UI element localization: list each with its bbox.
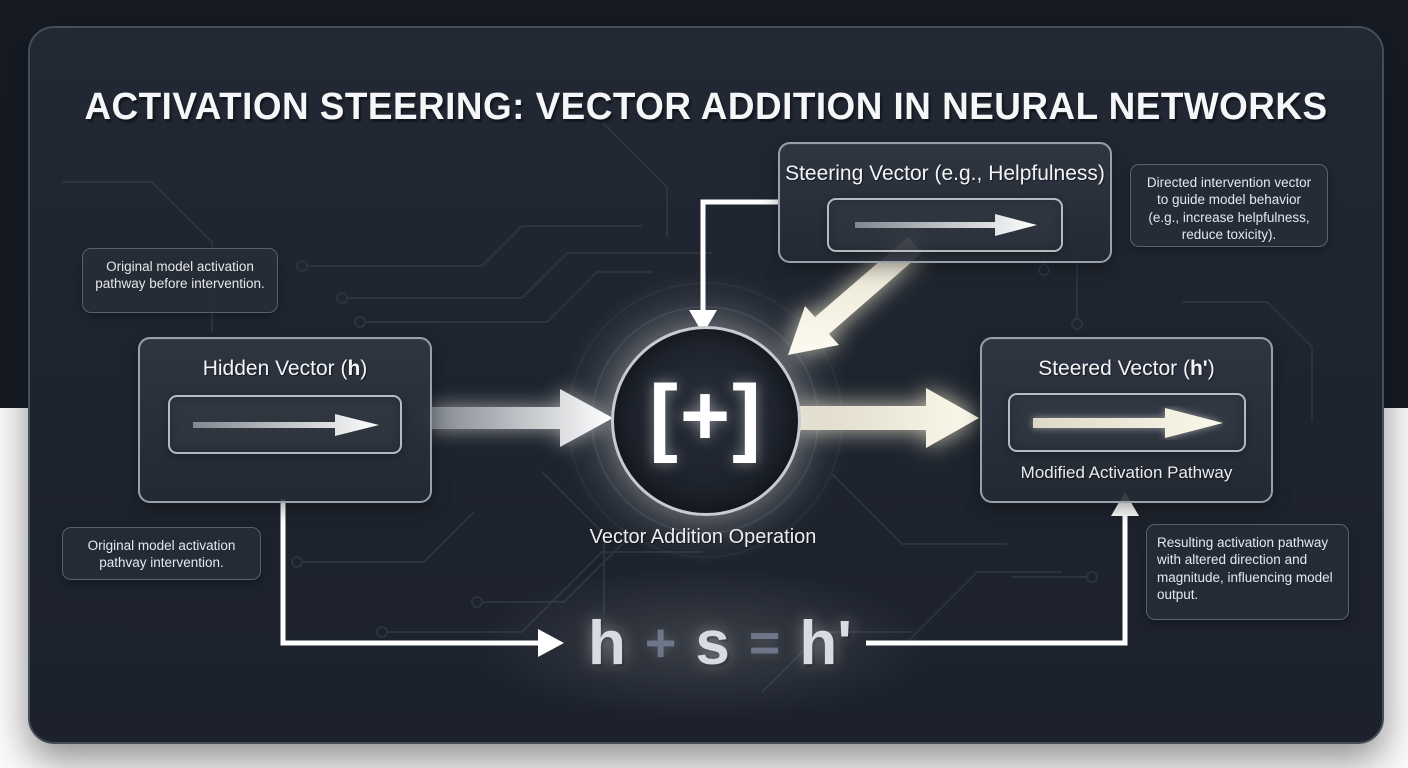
formula-s: s [695, 608, 730, 678]
formula-plus: + [644, 613, 677, 673]
steering-vector-label: Steering Vector (e.g., Helpfulness) [785, 162, 1105, 185]
steered-vector-caption: Modified Activation Pathway [1020, 463, 1233, 482]
node-hidden-vector: Hidden Vector (h) [138, 337, 432, 503]
node-vector-addition: [+] [611, 326, 801, 516]
note-directed-intervention: Directed intervention vector to guide mo… [1130, 164, 1328, 247]
plus-brackets-icon: [+] [649, 367, 763, 464]
hidden-vector-label: Hidden Vector (h) [202, 357, 368, 380]
note-original-pathway: Original model activation pathway before… [82, 248, 278, 313]
formula-glow [463, 563, 943, 723]
note-pathway-intervention: Original model activation pathvay interv… [62, 527, 261, 580]
note-resulting-pathway: Resulting activation pathway with altere… [1146, 524, 1349, 620]
vector-arrow-icon [855, 214, 1037, 236]
node-steering-vector: Steering Vector (e.g., Helpfulness) [778, 142, 1112, 263]
formula-h-prime: h' [799, 608, 853, 678]
formula-h: h [587, 608, 626, 678]
formula: h + s = h' [570, 603, 870, 683]
steering-vector-frame [827, 198, 1063, 252]
vector-arrow-icon [193, 413, 379, 436]
hidden-vector-frame [168, 395, 402, 454]
operation-caption: Vector Addition Operation [589, 526, 817, 548]
formula-equals: = [748, 613, 781, 673]
diagram-title: ACTIVATION STEERING: VECTOR ADDITION IN … [84, 86, 1328, 128]
node-steered-vector: Steered Vector (h') Modified Activation … [980, 337, 1273, 503]
vector-arrow-bold-icon [1032, 407, 1223, 438]
steered-vector-frame [1007, 393, 1246, 452]
steered-vector-label: Steered Vector (h') [1038, 357, 1215, 380]
